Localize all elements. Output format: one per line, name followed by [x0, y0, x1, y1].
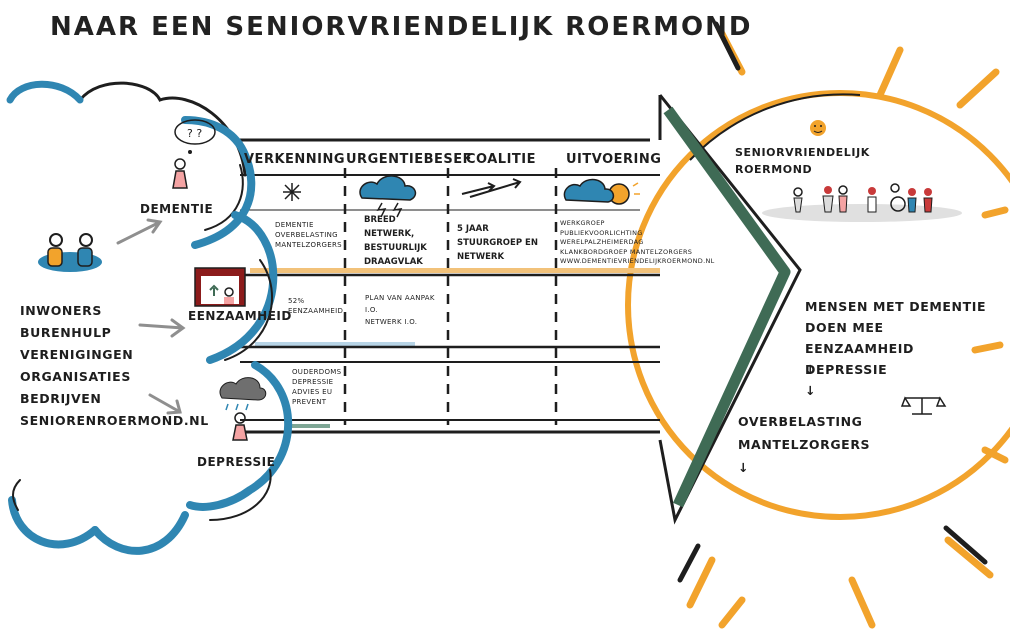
page-title: Naar een seniorvriendelijk Roermond	[50, 12, 753, 42]
cloud-sun-icon	[563, 178, 640, 205]
wind-arrows-icon	[461, 178, 522, 198]
stakeholder-list: Inwoners burenhulp verenigingen organisa…	[20, 303, 209, 428]
goal-title: Seniorvriendelijk Roermond	[735, 146, 870, 176]
chevron-mark	[663, 106, 791, 508]
cell-dementie-coalitie: 5 jaar stuurgroep en netwerk	[457, 224, 538, 262]
column-header-urgentiebesef: Urgentiebesef	[346, 152, 472, 167]
outcome-depressie: depressie ↓	[805, 338, 887, 401]
column-header-uitvoering: Uitvoering	[566, 152, 662, 167]
cell-eenzaamheid-verkenning: 52% eenzaamheid	[288, 297, 344, 315]
down-arrow-icon: ↓	[805, 362, 817, 377]
down-arrow-icon: ↓	[738, 460, 750, 475]
outcome-dementie-text: Mensen met dementie doen mee	[805, 299, 987, 335]
theme-label-dementie: Dementie	[140, 202, 214, 216]
cell-depressie-verkenning: Ouderdoms depressie advies eu prevent	[292, 368, 342, 406]
outcome-depressie-text: depressie	[805, 362, 888, 377]
seniors-group-icon	[762, 183, 962, 222]
column-separators	[343, 168, 558, 425]
down-arrow-icon: ↓	[805, 383, 817, 398]
svg-text:? ?: ? ?	[187, 127, 202, 140]
outcome-eenzaamheid: eenzaamheid ↓	[805, 317, 914, 380]
column-header-coalitie: Coalitie	[466, 152, 537, 167]
rain-cloud-person-icon	[219, 377, 267, 441]
smiley-icon	[810, 120, 826, 136]
sun-ray-shadows	[677, 21, 988, 583]
cell-eenzaamheid-urgentiebesef: Plan van aanpak i.o. netwerk i.o.	[365, 294, 435, 326]
row-dividers	[240, 174, 660, 428]
sun-rays	[686, 26, 1009, 629]
theme-label-depressie: Depressie	[197, 455, 276, 469]
outcome-mantelzorgers: overbelasting mantelzorgers ↓	[738, 387, 870, 479]
storm-cloud-icon	[359, 175, 417, 218]
cell-dementie-verkenning: Dementie overbelasting mantelzorgers	[275, 221, 342, 249]
scale-icon	[900, 396, 947, 415]
thinking-person-icon: ? ?	[172, 119, 216, 189]
theme-label-eenzaamheid: Eenzaamheid	[188, 309, 292, 323]
cloud-group	[6, 80, 293, 555]
cell-dementie-urgentiebesef: Breed netwerk, bestuurlijk draagvlak	[364, 215, 427, 267]
sun-outline-ink	[689, 93, 861, 161]
window-scene-icon	[194, 267, 246, 307]
input-arrows	[116, 218, 186, 415]
cell-dementie-uitvoering: Werkgroep publiekvoorlichting werelpalzh…	[560, 219, 715, 265]
sun-circle	[625, 90, 1010, 520]
roadmap-arrow	[240, 94, 802, 525]
outcome-eenzaamheid-text: eenzaamheid	[805, 341, 915, 356]
column-header-verkenning: Verkenning	[244, 152, 346, 167]
outcome-dementie: Mensen met dementie doen mee	[805, 275, 986, 338]
people-icon	[38, 233, 102, 272]
outcome-mantelzorgers-text: overbelasting mantelzorgers	[738, 414, 871, 452]
compass-icon	[283, 183, 301, 201]
